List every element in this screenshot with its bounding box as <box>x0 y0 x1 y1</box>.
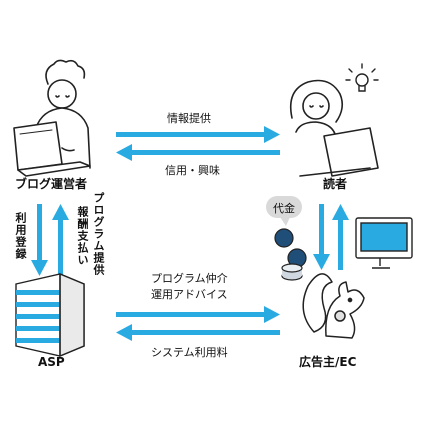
mediation-label-2: 運用アドバイス <box>151 288 228 301</box>
reader-to-advertiser-arrow <box>313 204 330 270</box>
fee-arrow <box>116 324 280 341</box>
info-label: 情報提供 <box>167 112 211 125</box>
register-label: 利用登録 <box>14 212 27 260</box>
price-bubble <box>266 196 302 226</box>
trust-label: 信用・興味 <box>165 164 220 177</box>
register-arrow <box>31 204 48 276</box>
trust-arrow <box>116 144 280 161</box>
lightbulb-icon <box>345 63 379 92</box>
monitor-icon <box>355 217 413 269</box>
price-label: 代金 <box>273 202 295 215</box>
program-label: プログラム提供 <box>92 192 105 276</box>
coin-icon <box>274 228 307 281</box>
mediation-arrow <box>116 306 280 323</box>
blogger-label: ブログ運営者 <box>15 177 88 191</box>
advertiser-label: 広告主/EC <box>299 355 357 369</box>
program-payment-arrow <box>52 204 69 276</box>
advertiser-to-reader-arrow <box>332 204 349 270</box>
mediation-label-1: プログラム仲介 <box>151 272 228 285</box>
blogger-illustration <box>13 59 91 177</box>
payment-label: 報酬支払い <box>76 206 89 266</box>
reader-illustration <box>289 79 379 177</box>
reader-label: 読者 <box>323 177 348 191</box>
asp-label: ASP <box>38 355 65 369</box>
info-arrow <box>116 126 280 143</box>
squirrel-illustration <box>302 273 365 339</box>
fee-label: システム利用料 <box>151 346 228 359</box>
asp-building-icon <box>15 272 85 358</box>
